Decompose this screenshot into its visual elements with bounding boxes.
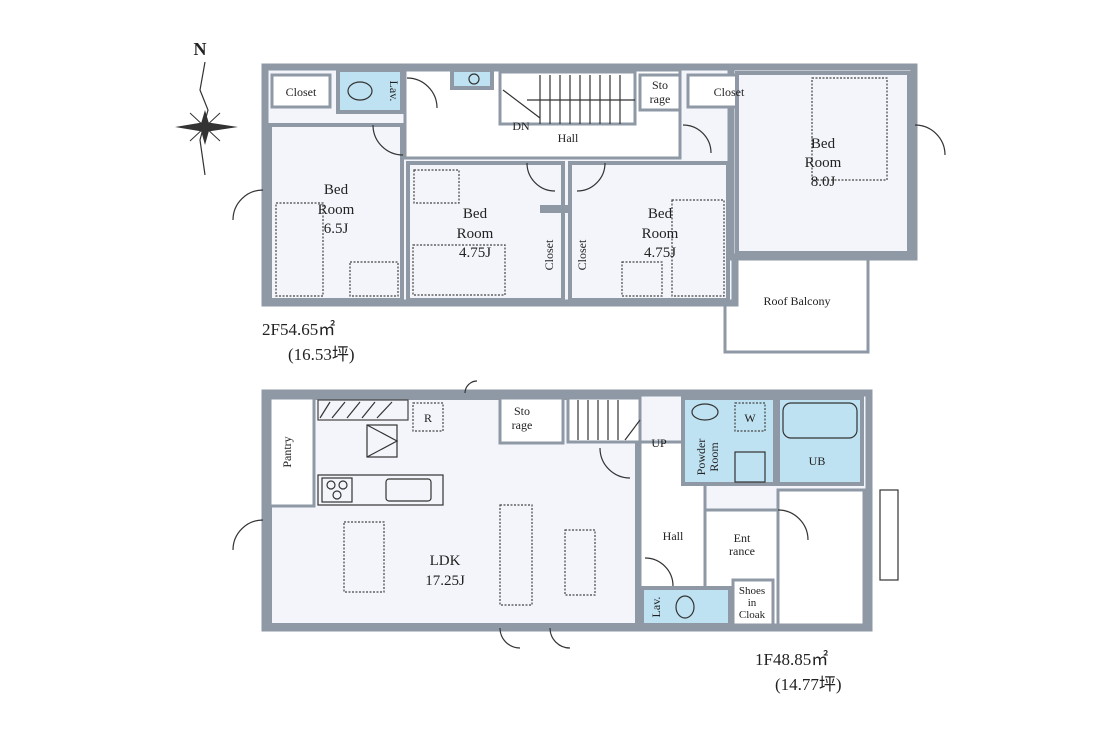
floor-1-area: 1F48.85㎡ — [755, 650, 828, 669]
closet-c-label: Closet — [542, 239, 556, 270]
fridge-label: R — [424, 411, 432, 425]
kitchen-counter — [317, 474, 444, 506]
storage-1f-label-1: Sto — [514, 404, 530, 418]
closet-a-label: Closet — [286, 85, 317, 99]
closet-a — [270, 73, 332, 109]
stove-icon — [321, 477, 353, 503]
bedroom-8-label-3: 8.0J — [811, 174, 836, 190]
bedroom-8 — [735, 71, 911, 255]
hall-1f-label: Hall — [663, 529, 684, 543]
stairs-dn-label: DN — [512, 119, 530, 133]
stairs-up-label: UP — [651, 436, 667, 450]
powder-room-label-2: Room — [707, 442, 721, 472]
roof-balcony — [723, 253, 870, 354]
fridge — [412, 402, 444, 432]
storage-2f-label-2: rage — [650, 92, 671, 106]
bedroom-8-label-1: Bed — [811, 136, 836, 152]
bedroom-6-5 — [268, 123, 404, 302]
entrance-label-1: Ent — [734, 531, 751, 545]
bedroom-475-right-label-1: Bed — [648, 206, 673, 222]
floor-2-area-tsubo: (16.53坪) — [288, 345, 355, 364]
lav-2f-label: Lav. — [387, 81, 401, 102]
bedroom-475-right-label-2: Room — [642, 226, 679, 242]
staircase-2f — [498, 70, 637, 126]
roof-balcony-label: Roof Balcony — [764, 294, 831, 308]
kitchen-sink — [385, 478, 432, 502]
staircase-1f — [566, 396, 642, 444]
storage-1f-label-2: rage — [512, 418, 533, 432]
washer — [734, 402, 766, 432]
bedroom-475-right-label-3: 4.75J — [644, 245, 676, 261]
ldk-label-2: 17.25J — [425, 573, 465, 589]
ub-label: UB — [809, 454, 826, 468]
coffee-table — [564, 529, 596, 596]
bedroom-4-75-left — [406, 161, 565, 302]
compass-icon: N — [175, 39, 238, 176]
lav-1f-label: Lav. — [649, 597, 663, 618]
ldk-label-1: LDK — [430, 553, 461, 569]
floor-1-plan: Pantry R Sto rage UP Powder Room W UB LD… — [232, 380, 899, 694]
storage-2f — [638, 73, 682, 112]
floor-1-area-tsubo: (14.77坪) — [775, 675, 842, 694]
powder-room — [681, 396, 777, 486]
storage-2f-label-1: Sto — [652, 78, 668, 92]
bedroom-475-left-label-3: 4.75J — [459, 245, 491, 261]
bedroom-475-left-label-2: Room — [457, 226, 494, 242]
sofa — [499, 504, 533, 606]
shoes-label-1: Shoes — [739, 585, 765, 597]
unit-bath — [776, 396, 864, 486]
storage-1f — [498, 396, 565, 445]
entrance-label-2: rance — [729, 544, 755, 558]
powder-room-label-1: Powder — [694, 439, 708, 476]
closet-d-label: Closet — [575, 239, 589, 270]
bedroom-475-left-label-1: Bed — [463, 206, 488, 222]
outdoor-area — [776, 488, 866, 627]
pantry-label: Pantry — [280, 436, 294, 467]
pantry — [268, 396, 316, 508]
bedroom-4-75-right — [568, 161, 730, 302]
dining-table — [343, 521, 385, 593]
lavatory-1f — [640, 586, 732, 627]
north-label: N — [194, 39, 207, 59]
hall-2f-label: Hall — [558, 131, 579, 145]
lavatory-2f — [336, 68, 404, 114]
bedroom-8-label-2: Room — [805, 155, 842, 171]
floor-2-area: 2F54.65㎡ — [262, 320, 335, 339]
bedroom-65-label-1: Bed — [324, 182, 349, 198]
shoes-label-2: in — [748, 597, 757, 609]
shoes-label-3: Cloak — [739, 609, 766, 621]
bedroom-65-label-3: 6.5J — [324, 221, 349, 237]
floor-2-plan: Closet Lav. DN Hall Sto rage Closet Bed … — [232, 63, 946, 364]
washer-label: W — [744, 411, 756, 425]
bedroom-65-label-2: Room — [318, 202, 355, 218]
closet-b-label: Closet — [714, 85, 745, 99]
shoes-in-cloak — [731, 578, 775, 627]
